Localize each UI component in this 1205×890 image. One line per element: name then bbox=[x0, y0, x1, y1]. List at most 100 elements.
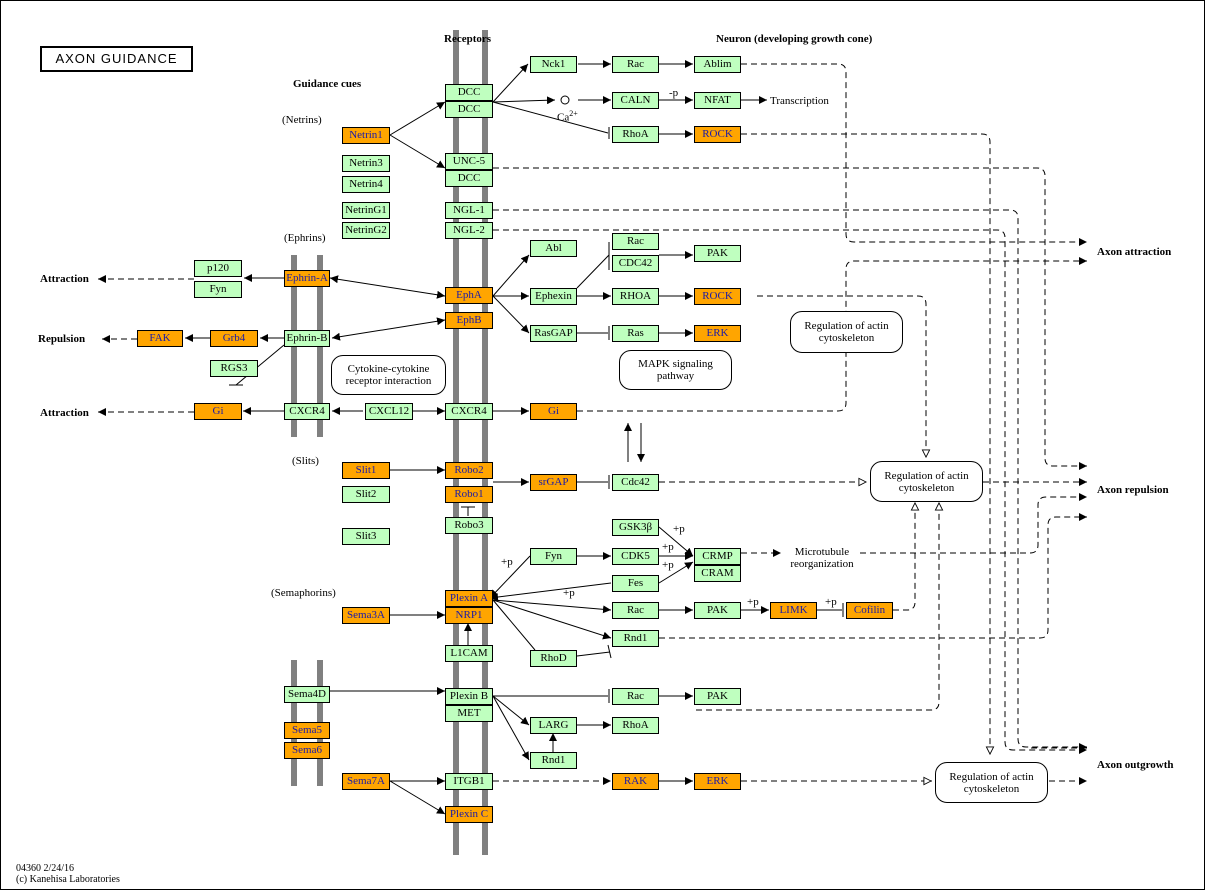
cytokine-pathway-link[interactable]: Cytokine-cytokine receptor interaction bbox=[331, 355, 446, 395]
gene-p120[interactable]: p120 bbox=[194, 260, 242, 277]
gene-ephb[interactable]: EphB bbox=[445, 312, 493, 329]
gene-fes[interactable]: Fes bbox=[612, 575, 659, 592]
mod-limk: +p bbox=[825, 596, 837, 608]
gene-dcc[interactable]: DCC bbox=[445, 101, 493, 118]
gene-rock[interactable]: ROCK bbox=[694, 126, 741, 143]
gene-nck1[interactable]: Nck1 bbox=[530, 56, 577, 73]
gene-netring2[interactable]: NetrinG2 bbox=[342, 222, 390, 239]
gene-rhoa[interactable]: RHOA bbox=[612, 288, 659, 305]
gene-plexin-b[interactable]: Plexin B bbox=[445, 688, 493, 705]
gene-fak[interactable]: FAK bbox=[137, 330, 183, 347]
actin-regulation-link-1[interactable]: Regulation of actin cytoskeleton bbox=[790, 311, 903, 353]
mod-gsk: +p bbox=[673, 523, 685, 535]
gene-grb4[interactable]: Grb4 bbox=[210, 330, 258, 347]
calcium-node bbox=[560, 95, 570, 105]
repulsion-label: Repulsion bbox=[38, 333, 86, 345]
gene-netrin1[interactable]: Netrin1 bbox=[342, 127, 390, 144]
gene-cdc42[interactable]: Cdc42 bbox=[612, 474, 659, 491]
gene-rac[interactable]: Rac bbox=[612, 688, 659, 705]
gene-rasgap[interactable]: RasGAP bbox=[530, 325, 577, 342]
gene-rock[interactable]: ROCK bbox=[694, 288, 741, 305]
gene-sema6[interactable]: Sema6 bbox=[284, 742, 330, 759]
gene-cxcl12[interactable]: CXCL12 bbox=[365, 403, 413, 420]
microtubule-label-2: reorganization bbox=[790, 558, 854, 570]
gene-met[interactable]: MET bbox=[445, 705, 493, 722]
gene-netring1[interactable]: NetrinG1 bbox=[342, 202, 390, 219]
gene-l1cam[interactable]: L1CAM bbox=[445, 645, 493, 662]
gene-gi[interactable]: Gi bbox=[194, 403, 242, 420]
gene-dcc[interactable]: DCC bbox=[445, 170, 493, 187]
gene-crmp[interactable]: CRMP bbox=[694, 548, 741, 565]
gene-robo1[interactable]: Robo1 bbox=[445, 486, 493, 503]
transcription-label: Transcription bbox=[770, 95, 829, 107]
gene-epha[interactable]: EphA bbox=[445, 287, 493, 304]
gene-ras[interactable]: Ras bbox=[612, 325, 659, 342]
gene-slit3[interactable]: Slit3 bbox=[342, 528, 390, 545]
gene-sema5[interactable]: Sema5 bbox=[284, 722, 330, 739]
gene-rac[interactable]: Rac bbox=[612, 56, 659, 73]
gene-ngl1[interactable]: NGL-1 bbox=[445, 202, 493, 219]
gene-srgap[interactable]: srGAP bbox=[530, 474, 577, 491]
gene-cdc42[interactable]: CDC42 bbox=[612, 255, 659, 272]
gene-gsk3b[interactable]: GSK3β bbox=[612, 519, 659, 536]
gene-ephexin[interactable]: Ephexin bbox=[530, 288, 577, 305]
gene-netrin3[interactable]: Netrin3 bbox=[342, 155, 390, 172]
gene-plexin-a[interactable]: Plexin A bbox=[445, 590, 493, 607]
footer-version: 04360 2/24/16 bbox=[16, 863, 75, 874]
gene-unc5[interactable]: UNC-5 bbox=[445, 153, 493, 170]
gene-plexin-c[interactable]: Plexin C bbox=[445, 806, 493, 823]
gene-rnd1[interactable]: Rnd1 bbox=[612, 630, 659, 647]
calcium-text: Ca bbox=[557, 111, 570, 124]
gene-rac[interactable]: Rac bbox=[612, 602, 659, 619]
gene-nrp1[interactable]: NRP1 bbox=[445, 607, 493, 624]
gene-pak[interactable]: PAK bbox=[694, 688, 741, 705]
gene-cram[interactable]: CRAM bbox=[694, 565, 741, 582]
gene-ablim[interactable]: Ablim bbox=[694, 56, 741, 73]
mod-fes: +p bbox=[662, 559, 674, 571]
gene-cdk5[interactable]: CDK5 bbox=[612, 548, 659, 565]
gene-rak[interactable]: RAK bbox=[612, 773, 659, 790]
gene-itgb1[interactable]: ITGB1 bbox=[445, 773, 493, 790]
gene-rhoa[interactable]: RhoA bbox=[612, 717, 659, 734]
ephrins-label: (Ephrins) bbox=[284, 232, 326, 244]
slits-label: (Slits) bbox=[292, 455, 319, 467]
mapk-pathway-link[interactable]: MAPK signaling pathway bbox=[619, 350, 732, 390]
gene-dcc[interactable]: DCC bbox=[445, 84, 493, 101]
gene-ngl2[interactable]: NGL-2 bbox=[445, 222, 493, 239]
mod-fyn: +p bbox=[501, 556, 513, 568]
gene-cxcr4-receptor[interactable]: CXCR4 bbox=[445, 403, 493, 420]
gene-robo3[interactable]: Robo3 bbox=[445, 517, 493, 534]
gene-nfat[interactable]: NFAT bbox=[694, 92, 741, 109]
gene-pak[interactable]: PAK bbox=[694, 245, 741, 262]
gene-caln[interactable]: CALN bbox=[612, 92, 659, 109]
gene-rhoa[interactable]: RhoA bbox=[612, 126, 659, 143]
gene-rac[interactable]: Rac bbox=[612, 233, 659, 250]
netrins-label: (Netrins) bbox=[282, 114, 322, 126]
gene-gi[interactable]: Gi bbox=[530, 403, 577, 420]
gene-fyn[interactable]: Fyn bbox=[194, 281, 242, 298]
gene-rnd1[interactable]: Rnd1 bbox=[530, 752, 577, 769]
gene-rgs3[interactable]: RGS3 bbox=[210, 360, 258, 377]
actin-regulation-link-2[interactable]: Regulation of actin cytoskeleton bbox=[870, 461, 983, 502]
gene-slit1[interactable]: Slit1 bbox=[342, 462, 390, 479]
gene-sema4d[interactable]: Sema4D bbox=[284, 686, 330, 703]
gene-cxcr4-ligand-side[interactable]: CXCR4 bbox=[284, 403, 330, 420]
gene-rhod[interactable]: RhoD bbox=[530, 650, 577, 667]
gene-slit2[interactable]: Slit2 bbox=[342, 486, 390, 503]
gene-abl[interactable]: Abl bbox=[530, 240, 577, 257]
gene-erk[interactable]: ERK bbox=[694, 325, 741, 342]
gene-sema7a[interactable]: Sema7A bbox=[342, 773, 390, 790]
gene-ephrin-a[interactable]: Ephrin-A bbox=[284, 270, 330, 287]
gene-ephrin-b[interactable]: Ephrin-B bbox=[284, 330, 330, 347]
gene-cofilin[interactable]: Cofilin bbox=[846, 602, 893, 619]
gene-fyn[interactable]: Fyn bbox=[530, 548, 577, 565]
gene-netrin4[interactable]: Netrin4 bbox=[342, 176, 390, 193]
gene-sema3a[interactable]: Sema3A bbox=[342, 607, 390, 624]
gene-erk[interactable]: ERK bbox=[694, 773, 741, 790]
gene-larg[interactable]: LARG bbox=[530, 717, 577, 734]
gene-pak[interactable]: PAK bbox=[694, 602, 741, 619]
gene-limk[interactable]: LIMK bbox=[770, 602, 817, 619]
actin-regulation-link-3[interactable]: Regulation of actin cytoskeleton bbox=[935, 762, 1048, 803]
gene-robo2[interactable]: Robo2 bbox=[445, 462, 493, 479]
